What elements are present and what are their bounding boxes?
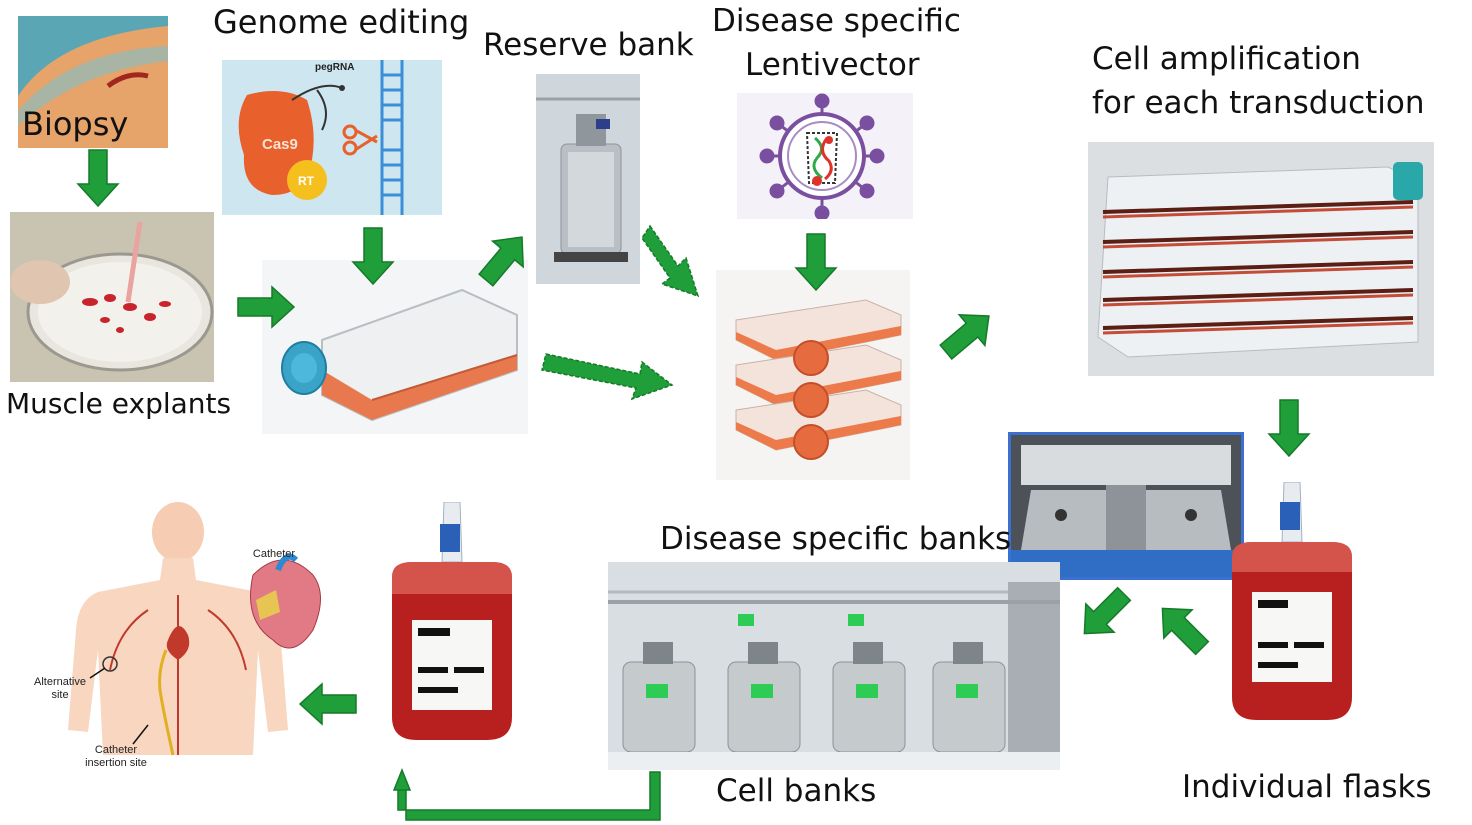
patient-anatomy-illustration	[28, 500, 358, 770]
alternative-site-label: Alternative site	[34, 676, 86, 702]
muscle-explants-photo	[10, 212, 214, 382]
cell-banks-label: Cell banks	[716, 773, 877, 809]
biopsy-label: Biopsy	[22, 105, 129, 143]
lentivector-graphic	[737, 93, 913, 219]
arrow-biopsy-to-explants	[77, 149, 119, 207]
arrow-flask-to-multilayer	[541, 353, 674, 401]
blood-bag-left	[382, 502, 522, 750]
cell-amplification-label-1: Cell amplification	[1092, 41, 1361, 77]
pegrna-text: pegRNA	[315, 62, 355, 73]
disease-specific-banks-label: Disease specific banks	[660, 521, 1012, 557]
arrow-isolator-to-banks	[1069, 579, 1139, 649]
disease-specific-label-2: Lentivector	[745, 47, 920, 83]
reserve-bank-label: Reserve bank	[483, 27, 694, 63]
reserve-bank-photo	[536, 74, 640, 284]
muscle-explants-label: Muscle explants	[6, 387, 232, 420]
cas9-text: Cas9	[262, 136, 298, 153]
biopsy-photo	[18, 16, 168, 148]
arrow-bags-to-isolator	[1147, 593, 1217, 663]
arrow-reserve-to-multilayer	[641, 224, 700, 298]
catheter-label: Catheter	[252, 548, 296, 560]
catheter-insertion-site-label: Catheter insertion site	[85, 744, 147, 770]
culture-flask-photo	[262, 260, 528, 434]
genome-editing-label: Genome editing	[213, 3, 470, 41]
arrow-multilayer-to-cellfactory	[932, 299, 1003, 369]
individual-flasks-label: Individual flasks	[1182, 769, 1432, 805]
cell-banks-photo	[608, 562, 1060, 770]
cell-amplification-label-2: for each transduction	[1092, 85, 1425, 121]
genome-editing-graphic: pegRNA Cas9 RT	[222, 60, 442, 215]
multilayer-flask-photo	[716, 270, 910, 480]
arrow-cellfactory-to-bags	[1268, 399, 1310, 457]
arrow-banks-to-bag	[392, 767, 661, 821]
cell-factory-photo	[1088, 142, 1434, 376]
rt-text: RT	[298, 174, 314, 188]
disease-specific-label-1: Disease specific	[712, 3, 961, 39]
blood-bag-right	[1222, 482, 1362, 730]
isolator-photo	[1008, 432, 1244, 580]
